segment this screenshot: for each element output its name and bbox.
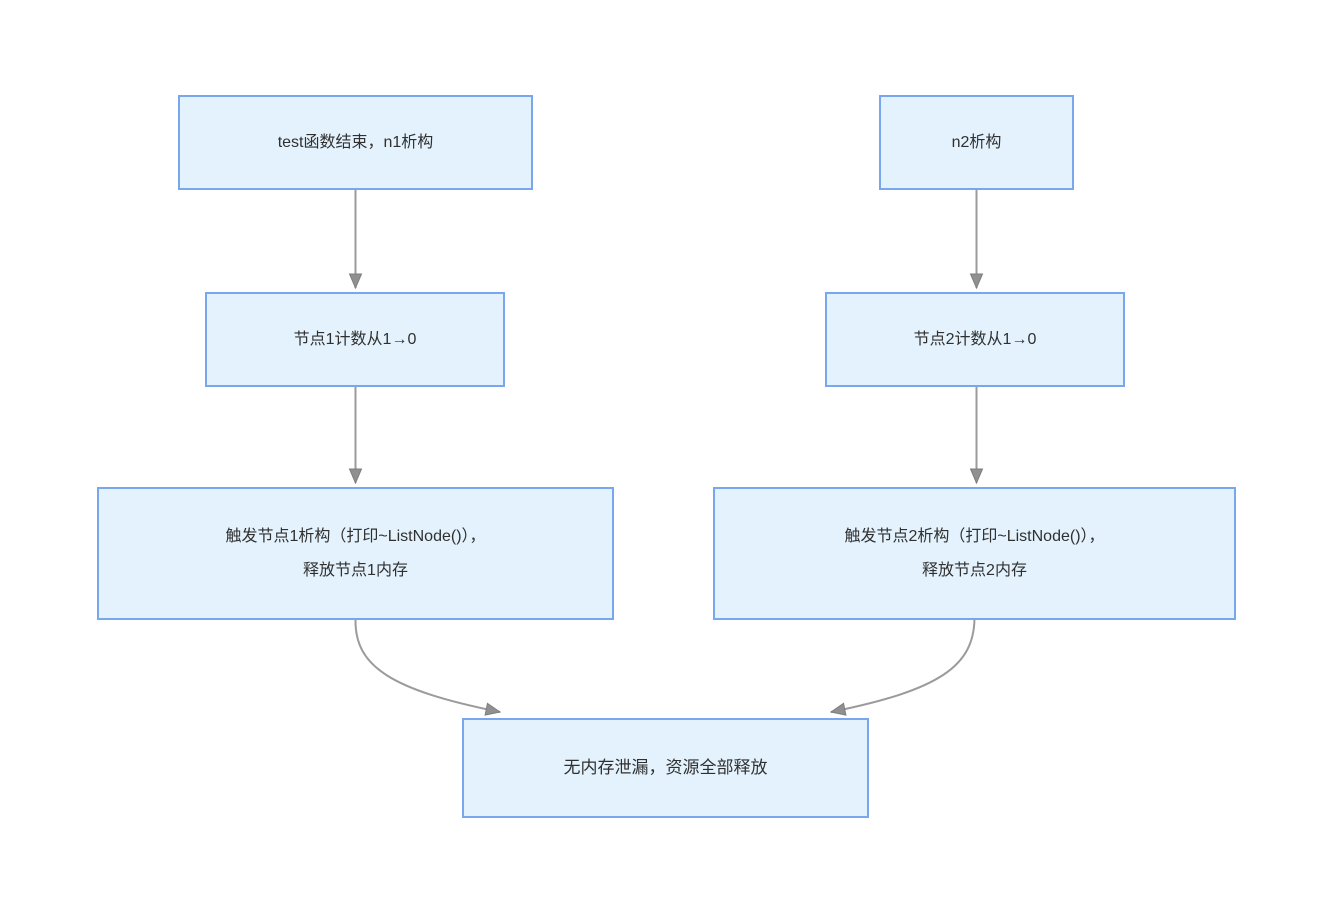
- flow-node-label: 节点1计数从1→0: [293, 330, 417, 348]
- flow-node-label: 无内存泄漏，资源全部释放: [563, 758, 768, 778]
- flow-node-label: n2析构: [951, 133, 1002, 151]
- flow-node-node2-free: 触发节点2析构（打印~ListNode()）， 释放节点2内存: [713, 487, 1236, 620]
- flow-node-result-no-leak: 无内存泄漏，资源全部释放: [462, 718, 869, 818]
- flow-node-node1-refcount: 节点1计数从1→0: [205, 292, 505, 387]
- flow-node-n2-destruct: n2析构: [879, 95, 1074, 190]
- flow-node-node1-free: 触发节点1析构（打印~ListNode()）， 释放节点1内存: [97, 487, 614, 620]
- flow-node-label: 节点2计数从1→0: [913, 330, 1037, 348]
- arrow-free1-to-result: [354, 619, 500, 712]
- arrow-free2-to-result: [831, 617, 976, 712]
- flow-node-label: 触发节点1析构（打印~ListNode()）， 释放节点1内存: [225, 527, 486, 579]
- flow-node-test-end-n1-destruct: test函数结束，n1析构: [178, 95, 533, 190]
- flow-node-label: test函数结束，n1析构: [277, 133, 434, 151]
- flow-node-node2-refcount: 节点2计数从1→0: [825, 292, 1125, 387]
- flow-node-label: 触发节点2析构（打印~ListNode()）， 释放节点2内存: [844, 527, 1105, 579]
